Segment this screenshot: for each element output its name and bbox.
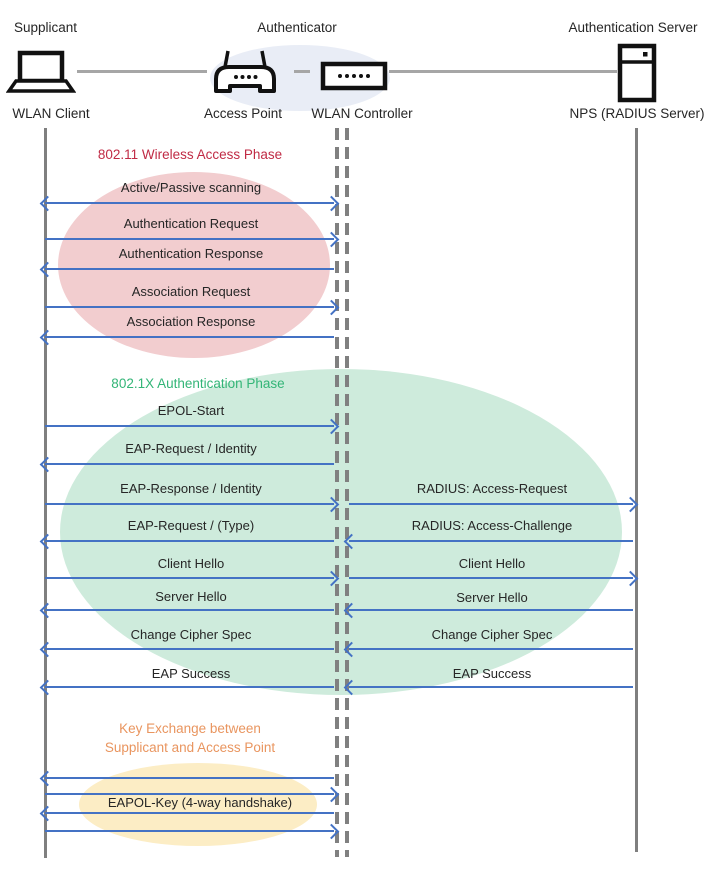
arrowhead-left-icon xyxy=(39,805,56,822)
message-arrow xyxy=(39,195,340,212)
message-label: EPOL-Start xyxy=(157,403,225,418)
message-label: Authentication Request xyxy=(123,216,259,231)
lifeline-authenticator-left xyxy=(335,128,339,857)
message-arrow xyxy=(45,823,340,840)
message-label: EAP-Response / Identity xyxy=(120,481,262,496)
actor-label-authentication-server: Authentication Server xyxy=(568,20,698,35)
message-label: EAP Success xyxy=(151,666,231,681)
message-arrow xyxy=(39,533,334,550)
phase-ellipse-8021x xyxy=(60,369,622,695)
message-arrow xyxy=(45,299,340,316)
message-arrow xyxy=(343,602,633,619)
message-label: EAPOL-Key (4-way handshake) xyxy=(107,795,293,810)
message-label: Client Hello xyxy=(458,556,526,571)
actor-label-authenticator: Authenticator xyxy=(257,20,337,35)
message-arrow xyxy=(39,456,334,473)
message-label: Client Hello xyxy=(157,556,225,571)
message-arrow xyxy=(45,418,340,435)
message-label: EAP Success xyxy=(452,666,532,681)
message-arrow xyxy=(45,231,340,248)
message-arrow xyxy=(39,641,334,658)
message-arrow xyxy=(39,770,334,787)
arrowhead-left-icon xyxy=(39,261,56,278)
phase-title-80211: 802.11 Wireless Access Phase xyxy=(97,147,283,162)
message-label: Association Response xyxy=(126,314,256,329)
message-label: RADIUS: Access-Challenge xyxy=(411,518,573,533)
arrowhead-left-icon xyxy=(39,195,56,212)
message-arrow xyxy=(39,679,334,696)
message-label: EAP-Request / (Type) xyxy=(127,518,255,533)
node-label-wlan-client: WLAN Client xyxy=(12,106,90,121)
message-label: Server Hello xyxy=(155,589,227,604)
phase-ellipse-key-exchange xyxy=(79,763,317,846)
arrowhead-left-icon xyxy=(39,602,56,619)
arrowhead-left-icon xyxy=(39,679,56,696)
arrowhead-left-icon xyxy=(39,329,56,346)
message-arrow xyxy=(343,641,633,658)
message-label: Change Cipher Spec xyxy=(431,627,553,642)
arrowhead-left-icon xyxy=(39,533,56,550)
message-label: RADIUS: Access-Request xyxy=(416,481,568,496)
message-arrow xyxy=(349,570,639,587)
phase-title-8021x: 802.1X Authentication Phase xyxy=(111,376,285,391)
message-arrow xyxy=(39,261,334,278)
message-label: Active/Passive scanning xyxy=(120,180,262,195)
lifeline-authenticator-right xyxy=(345,128,349,857)
message-label: Server Hello xyxy=(456,590,528,605)
node-label-nps-radius-server: NPS (RADIUS Server) xyxy=(569,106,705,121)
message-label: Change Cipher Spec xyxy=(130,627,252,642)
message-arrow xyxy=(39,805,334,822)
message-arrow xyxy=(45,786,340,803)
message-label: Authentication Response xyxy=(118,246,264,261)
message-arrow xyxy=(39,602,334,619)
message-arrow xyxy=(343,679,633,696)
arrowhead-left-icon xyxy=(39,641,56,658)
phase-title-key-exchange: Key Exchange between Supplicant and Acce… xyxy=(104,721,276,755)
message-label: EAP-Request / Identity xyxy=(125,441,257,456)
message-arrow xyxy=(349,496,639,513)
arrowhead-left-icon xyxy=(39,456,56,473)
phase-ellipse-80211 xyxy=(58,172,330,358)
connector-line xyxy=(294,70,310,73)
message-arrow xyxy=(45,496,340,513)
node-label-access-point: Access Point xyxy=(203,106,283,121)
lifeline-wlan-client xyxy=(43,128,47,858)
arrowhead-left-icon xyxy=(39,770,56,787)
server-icon xyxy=(617,43,657,103)
wlan-controller-icon xyxy=(320,61,388,91)
connector-line xyxy=(389,70,617,73)
connector-line xyxy=(77,70,207,73)
node-label-wlan-controller: WLAN Controller xyxy=(311,106,413,121)
laptop-icon xyxy=(6,50,76,93)
message-arrow xyxy=(39,329,334,346)
message-label: Association Request xyxy=(131,284,251,299)
message-arrow xyxy=(45,570,340,587)
access-point-icon xyxy=(214,50,276,93)
lifeline-radius-server xyxy=(635,128,638,852)
message-arrow xyxy=(343,533,633,550)
actor-label-supplicant: Supplicant xyxy=(14,20,78,35)
